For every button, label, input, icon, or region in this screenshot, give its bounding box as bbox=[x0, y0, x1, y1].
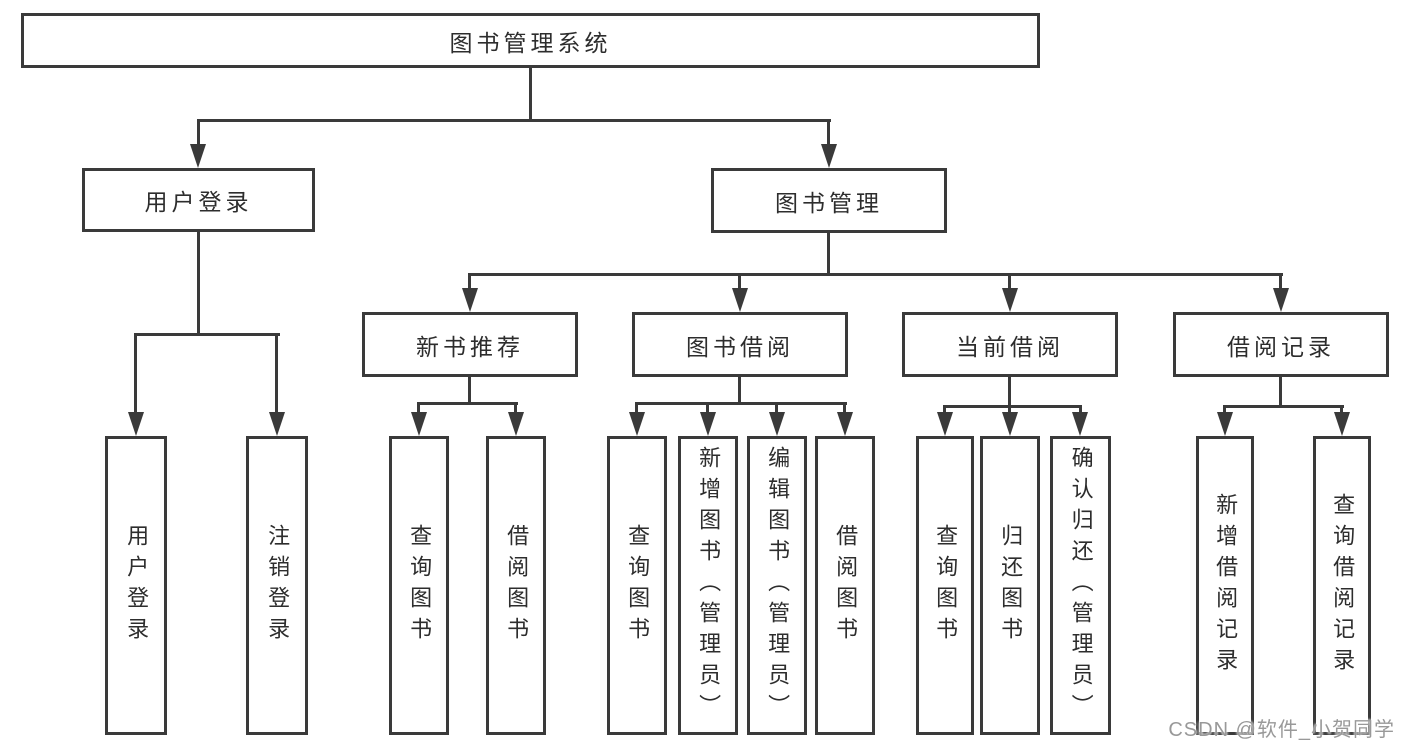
connector-vline bbox=[1279, 377, 1282, 408]
connector-vline bbox=[197, 232, 200, 335]
arrow-shaft bbox=[943, 408, 946, 414]
arrow-shaft bbox=[514, 405, 517, 414]
csdn-watermark: CSDN @软件_小贺同学 bbox=[1168, 719, 1395, 741]
leaf-query-book-current: 查询图书 bbox=[916, 436, 974, 735]
leaf-return-book: 归还图书 bbox=[980, 436, 1040, 735]
arrowhead-icon bbox=[629, 412, 645, 436]
arrow-shaft bbox=[843, 405, 846, 414]
arrowhead-icon bbox=[128, 412, 144, 436]
arrow-shaft bbox=[1340, 408, 1343, 414]
arrowhead-icon bbox=[1334, 412, 1350, 436]
connector-vline bbox=[1008, 377, 1011, 408]
arrowhead-icon bbox=[1273, 288, 1289, 312]
arrowhead-icon bbox=[269, 412, 285, 436]
leaf-add-borrow-record-label: 新增借阅记录 bbox=[1213, 492, 1239, 679]
connector-hline bbox=[468, 273, 1283, 276]
node-root: 图书管理系统 bbox=[21, 13, 1040, 68]
arrow-shaft bbox=[1279, 276, 1282, 290]
connector-hline bbox=[417, 402, 518, 405]
arrowhead-icon bbox=[411, 412, 427, 436]
connector-vline bbox=[738, 377, 741, 405]
node-current-borrow-label: 当前借阅 bbox=[956, 333, 1064, 360]
leaf-query-borrow-record-label: 查询借阅记录 bbox=[1330, 492, 1356, 679]
node-book-mgmt: 图书管理 bbox=[711, 168, 947, 233]
arrowhead-icon bbox=[508, 412, 524, 436]
arrowhead-icon bbox=[700, 412, 716, 436]
arrow-shaft bbox=[275, 336, 278, 414]
arrow-shaft bbox=[706, 405, 709, 414]
leaf-query-book-borrow: 查询图书 bbox=[607, 436, 667, 735]
node-root-label: 图书管理系统 bbox=[449, 29, 612, 56]
leaf-borrow-book-rec-label: 借阅图书 bbox=[504, 523, 530, 648]
leaf-return-book-label: 归还图书 bbox=[998, 523, 1024, 648]
arrowhead-icon bbox=[1217, 412, 1233, 436]
leaf-user-login: 用户登录 bbox=[105, 436, 167, 735]
arrowhead-icon bbox=[769, 412, 785, 436]
node-book-mgmt-label: 图书管理 bbox=[775, 189, 883, 216]
connector-hline bbox=[1223, 405, 1344, 408]
arrow-shaft bbox=[1079, 408, 1082, 414]
leaf-user-login-label: 用户登录 bbox=[124, 523, 150, 648]
leaf-confirm-return: 确认归还（管理员） bbox=[1050, 436, 1111, 735]
node-user-login: 用户登录 bbox=[82, 168, 315, 232]
arrow-shaft bbox=[635, 405, 638, 414]
arrow-shaft bbox=[134, 336, 137, 414]
leaf-edit-book: 编辑图书（管理员） bbox=[747, 436, 807, 735]
arrow-shaft bbox=[775, 405, 778, 414]
arrow-shaft bbox=[468, 276, 471, 290]
leaf-borrow-book-rec: 借阅图书 bbox=[486, 436, 546, 735]
leaf-edit-book-label: 编辑图书（管理员） bbox=[765, 446, 791, 725]
leaf-query-borrow-record: 查询借阅记录 bbox=[1313, 436, 1371, 735]
node-borrow-record-label: 借阅记录 bbox=[1227, 333, 1335, 360]
leaf-add-book: 新增图书（管理员） bbox=[678, 436, 738, 735]
leaf-query-book-rec: 查询图书 bbox=[389, 436, 449, 735]
connector-hline bbox=[197, 119, 831, 122]
arrowhead-icon bbox=[821, 144, 837, 168]
connector-hline bbox=[943, 405, 1082, 408]
leaf-add-book-label: 新增图书（管理员） bbox=[696, 446, 722, 725]
leaf-query-book-current-label: 查询图书 bbox=[933, 523, 959, 648]
connector-hline bbox=[635, 402, 847, 405]
arrow-shaft bbox=[197, 122, 200, 146]
node-book-borrow: 图书借阅 bbox=[632, 312, 848, 377]
node-borrow-record: 借阅记录 bbox=[1173, 312, 1389, 377]
leaf-query-book-rec-label: 查询图书 bbox=[407, 523, 433, 648]
node-user-login-label: 用户登录 bbox=[144, 189, 253, 215]
node-book-borrow-label: 图书借阅 bbox=[686, 333, 794, 360]
arrow-shaft bbox=[1223, 408, 1226, 414]
leaf-query-book-borrow-label: 查询图书 bbox=[625, 523, 651, 648]
arrowhead-icon bbox=[837, 412, 853, 436]
arrowhead-icon bbox=[1002, 288, 1018, 312]
leaf-confirm-return-label: 确认归还（管理员） bbox=[1068, 446, 1094, 725]
arrow-shaft bbox=[417, 405, 420, 414]
arrowhead-icon bbox=[732, 288, 748, 312]
leaf-logout-label: 注销登录 bbox=[265, 523, 291, 648]
node-current-borrow: 当前借阅 bbox=[902, 312, 1118, 377]
arrowhead-icon bbox=[937, 412, 953, 436]
node-new-book-rec-label: 新书推荐 bbox=[416, 333, 524, 360]
node-new-book-rec: 新书推荐 bbox=[362, 312, 578, 377]
leaf-borrow-book: 借阅图书 bbox=[815, 436, 875, 735]
arrow-shaft bbox=[738, 276, 741, 290]
leaf-add-borrow-record: 新增借阅记录 bbox=[1196, 436, 1254, 735]
arrow-shaft bbox=[827, 122, 830, 146]
connector-vline bbox=[827, 233, 830, 276]
leaf-borrow-book-label: 借阅图书 bbox=[833, 523, 859, 648]
arrow-shaft bbox=[1008, 408, 1011, 414]
connector-vline bbox=[468, 377, 471, 405]
arrowhead-icon bbox=[1072, 412, 1088, 436]
arrowhead-icon bbox=[1002, 412, 1018, 436]
arrow-shaft bbox=[1008, 276, 1011, 290]
arrowhead-icon bbox=[190, 144, 206, 168]
connector-vline bbox=[529, 68, 532, 122]
connector-hline bbox=[134, 333, 280, 336]
leaf-logout: 注销登录 bbox=[246, 436, 308, 735]
arrowhead-icon bbox=[462, 288, 478, 312]
